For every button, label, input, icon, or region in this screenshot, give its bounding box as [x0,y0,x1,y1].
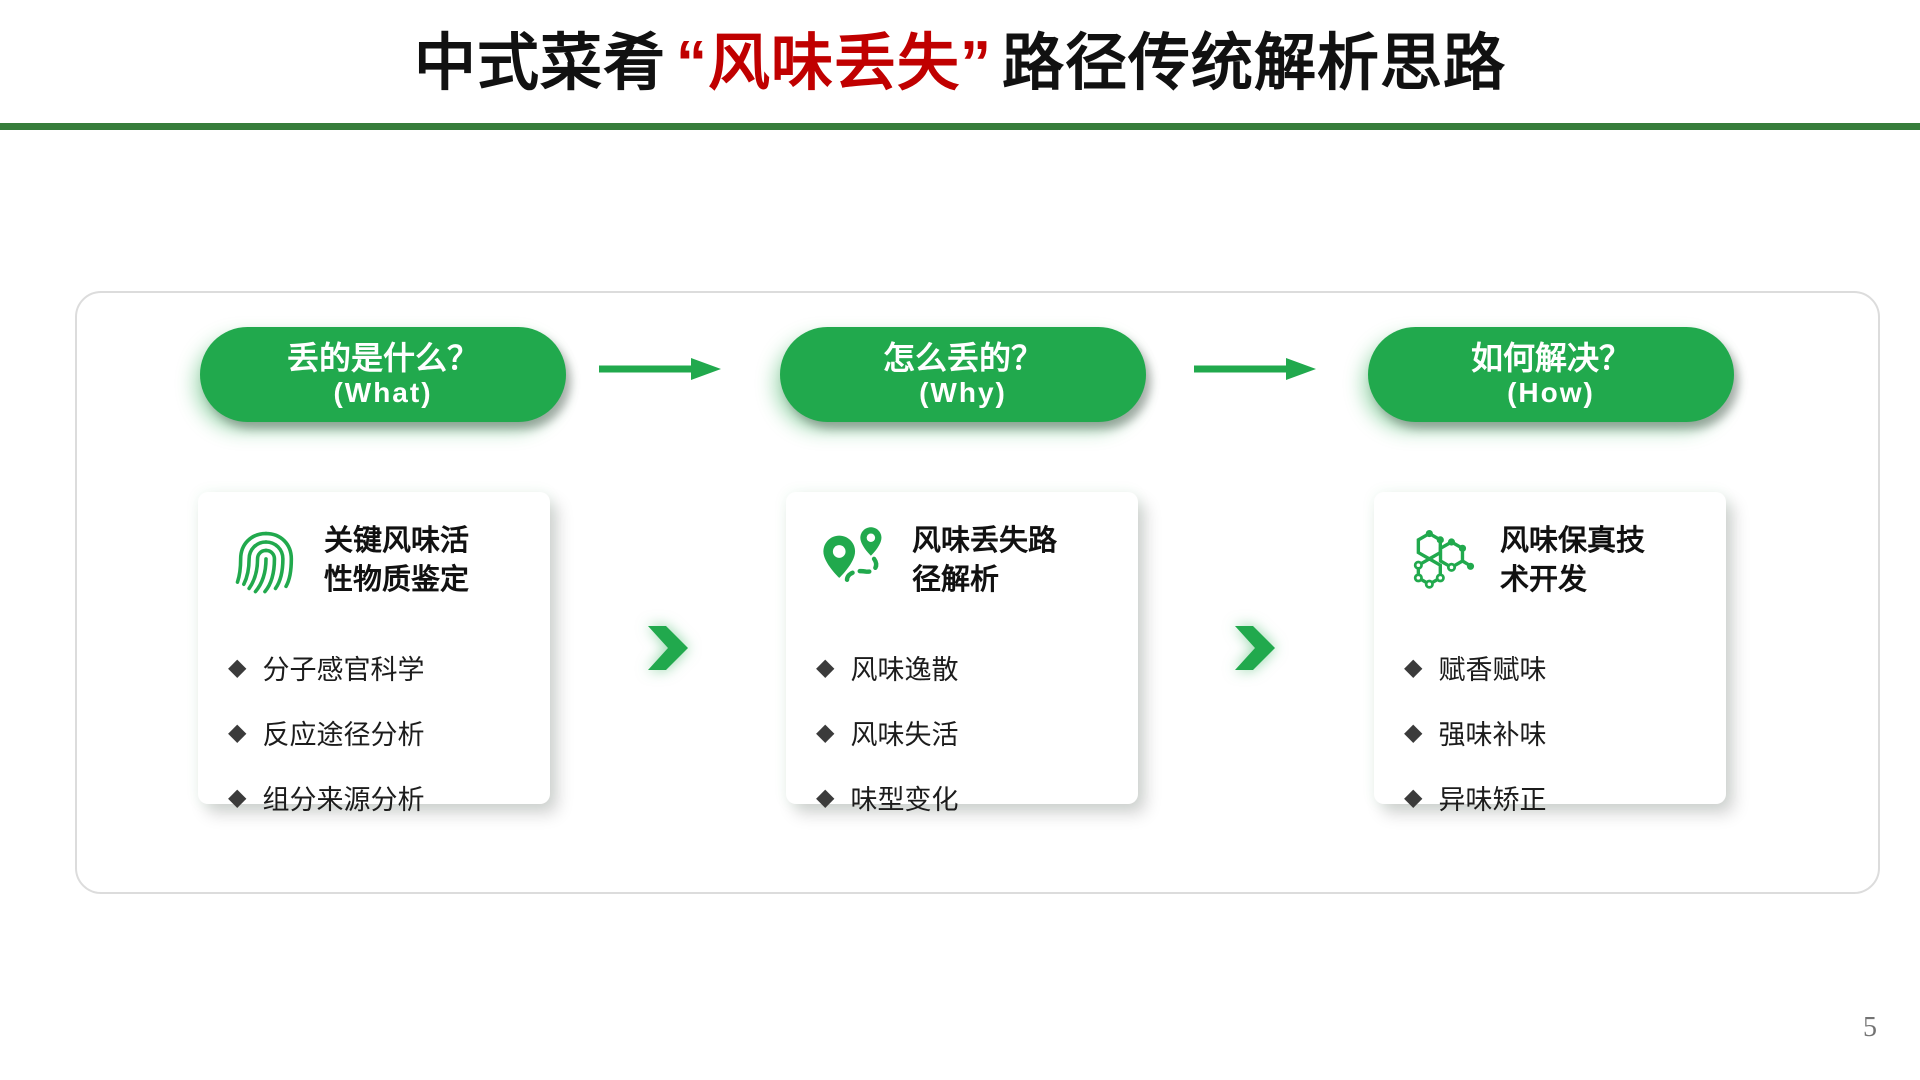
arrow-right-icon [599,358,721,380]
pill-why-label: (Why) [919,376,1007,408]
bullet-text: 分子感官科学 [262,655,425,685]
bullet-text: 组分来源分析 [262,785,425,815]
how-card-title: 风味保真技 术开发 [1500,522,1645,600]
pill-what-question: 丢的是什么？ [286,340,479,376]
list-item: ◆ 味型变化 [816,778,1118,817]
step-pill-why: 怎么丢的？ (Why) [780,327,1146,422]
bullet-text: 异味矫正 [1438,785,1547,815]
pill-how-label: (How) [1507,376,1595,408]
diamond-bullet-icon: ◆ [816,718,835,746]
page-number: 5 [1863,1012,1877,1043]
page-title: 中式菜肴“风味丢失”路径传统解析思路 [0,12,1920,102]
what-card-title-line2: 性物质鉴定 [324,564,470,596]
why-card-header: 风味丢失路 径解析 [816,520,1118,602]
list-item: ◆ 强味补味 [1404,713,1706,752]
list-item: ◆ 风味失活 [816,713,1118,752]
bullet-text: 风味逸散 [850,655,959,685]
what-card-bullets: ◆ 分子感官科学 ◆ 反应途径分析 ◆ 组分来源分析 [228,648,530,817]
diamond-bullet-icon: ◆ [228,718,247,746]
bullet-text: 味型变化 [850,785,959,815]
bullet-text: 反应途径分析 [262,720,425,750]
list-item: ◆ 风味逸散 [816,648,1118,687]
what-card: 关键风味活 性物质鉴定 ◆ 分子感官科学 ◆ 反应途径分析 ◆ 组分来源分析 [198,492,550,815]
why-card-title-line2: 径解析 [912,564,1000,596]
arrow-right-icon [1194,358,1316,380]
bullet-text: 赋香赋味 [1438,655,1547,685]
how-card-title-line2: 术开发 [1500,564,1588,596]
what-card-title-line1: 关键风味活 [324,524,470,557]
what-card-title: 关键风味活 性物质鉴定 [324,522,469,600]
how-card: 风味保真技 术开发 ◆ 赋香赋味 ◆ 强味补味 ◆ 异味矫正 [1374,492,1726,815]
list-item: ◆ 异味矫正 [1404,778,1706,817]
title-suffix: 路径传统解析思路 [1002,29,1507,98]
what-card-header: 关键风味活 性物质鉴定 [228,520,530,602]
pill-why-question: 怎么丢的？ [882,340,1043,376]
bullet-text: 风味失活 [850,720,959,750]
how-card-title-line1: 风味保真技 [1500,524,1646,557]
list-item: ◆ 分子感官科学 [228,648,530,687]
diamond-bullet-icon: ◆ [228,653,247,681]
why-card: 风味丢失路 径解析 ◆ 风味逸散 ◆ 风味失活 ◆ 味型变化 [786,492,1138,815]
diamond-bullet-icon: ◆ [816,783,835,811]
pill-what-label: (What) [333,376,433,408]
molecule-icon [1413,529,1475,589]
diamond-bullet-icon: ◆ [1404,783,1423,811]
chevron-right-icon [1235,626,1275,670]
diamond-bullet-icon: ◆ [1404,653,1423,681]
how-card-bullets: ◆ 赋香赋味 ◆ 强味补味 ◆ 异味矫正 [1404,648,1706,817]
title-prefix: 中式菜肴 [413,29,666,98]
title-highlight: “风味丢失” [675,29,992,98]
step-pill-what: 丢的是什么？ (What) [200,327,566,422]
diamond-bullet-icon: ◆ [816,653,835,681]
diamond-bullet-icon: ◆ [228,783,247,811]
step-pill-how: 如何解决？ (How) [1368,327,1734,422]
route-icon [823,527,882,588]
why-card-title: 风味丢失路 径解析 [912,522,1057,600]
why-card-title-line1: 风味丢失路 [912,524,1058,557]
fingerprint-icon [235,531,294,594]
diamond-bullet-icon: ◆ [1404,718,1423,746]
list-item: ◆ 反应途径分析 [228,713,530,752]
title-divider-line [0,123,1920,130]
why-card-bullets: ◆ 风味逸散 ◆ 风味失活 ◆ 味型变化 [816,648,1118,817]
how-card-header: 风味保真技 术开发 [1404,520,1706,602]
list-item: ◆ 组分来源分析 [228,778,530,817]
list-item: ◆ 赋香赋味 [1404,648,1706,687]
pill-how-question: 如何解决？ [1470,340,1631,376]
chevron-right-icon [648,626,688,670]
bullet-text: 强味补味 [1438,720,1547,750]
